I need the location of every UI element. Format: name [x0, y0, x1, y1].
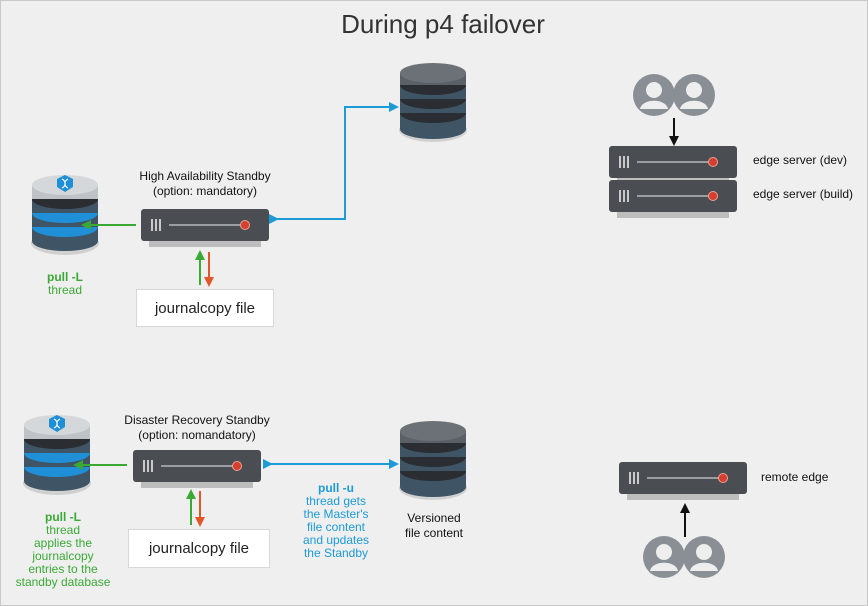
ha-pull-l-command: pull -L — [47, 270, 83, 284]
ha-standby-database-icon — [30, 174, 100, 256]
ha-to-master-connector — [269, 102, 399, 224]
dr-standby-label-line2: (option: nomandatory) — [138, 428, 256, 442]
dr-pull-u-label: pull -u thread gets the Master's file co… — [303, 482, 369, 560]
page-title: During p4 failover — [341, 9, 545, 39]
remote-users-icon — [643, 536, 725, 578]
dr-pull-l-desc-line: journalcopy — [32, 549, 94, 563]
ha-pull-l-label: pull -L thread — [47, 271, 83, 297]
dr-pull-l-desc-line: applies the — [33, 536, 93, 550]
edge-build-server-icon — [608, 179, 738, 219]
versioned-content-line2: file content — [404, 526, 464, 540]
remote-edge-label: remote edge — [761, 470, 829, 484]
dr-journalcopy-file: journalcopy file — [128, 529, 270, 568]
dr-standby-label: Disaster Recovery Standby (option: noman… — [124, 413, 269, 443]
dr-pull-u-command: pull -u — [318, 481, 354, 495]
dr-pull-u-desc-line: the Master's — [303, 507, 369, 521]
versioned-database-icon — [399, 421, 467, 500]
ha-pull-l-sub: thread — [47, 283, 83, 297]
dr-journalcopy-file-label: journalcopy file — [148, 540, 250, 557]
ha-journalcopy-file-label: journalcopy file — [154, 299, 256, 317]
dr-pull-l-desc-line: entries to the — [28, 562, 98, 576]
dr-pull-l-desc-line: thread — [45, 523, 81, 537]
ha-journalcopy-file: journalcopy file — [136, 289, 274, 327]
dr-pull-l-label: pull -L thread applies the journalcopy e… — [16, 511, 111, 589]
versioned-content-label: Versioned file content — [405, 511, 463, 541]
dr-pull-l-desc-line: standby database — [15, 575, 111, 589]
master-database-icon — [399, 63, 467, 142]
dev-users-icon — [633, 74, 715, 116]
ha-standby-server-icon — [140, 208, 270, 248]
ha-standby-label-line1: High Availability Standby — [139, 169, 271, 183]
remote-edge-server-icon — [618, 461, 748, 501]
edge-dev-server-icon — [608, 145, 738, 185]
dr-pull-u-desc-line: and updates — [302, 533, 370, 547]
edge-build-label: edge server (build) — [753, 187, 854, 201]
dr-standby-server-icon — [132, 449, 262, 489]
versioned-content-line1: Versioned — [407, 511, 461, 525]
dr-pull-u-desc-line: the Standby — [303, 546, 369, 560]
dr-pull-u-desc-line: file content — [306, 520, 366, 534]
ha-standby-label-line2: (option: mandatory) — [152, 184, 258, 198]
dr-pull-u-desc-line: thread gets — [305, 494, 367, 508]
edge-dev-label: edge server (dev) — [753, 153, 848, 167]
dr-standby-database-icon — [22, 414, 92, 496]
dr-standby-label-line1: Disaster Recovery Standby — [124, 413, 270, 427]
ha-standby-label: High Availability Standby (option: manda… — [139, 169, 270, 199]
dr-pull-l-command: pull -L — [45, 510, 81, 524]
